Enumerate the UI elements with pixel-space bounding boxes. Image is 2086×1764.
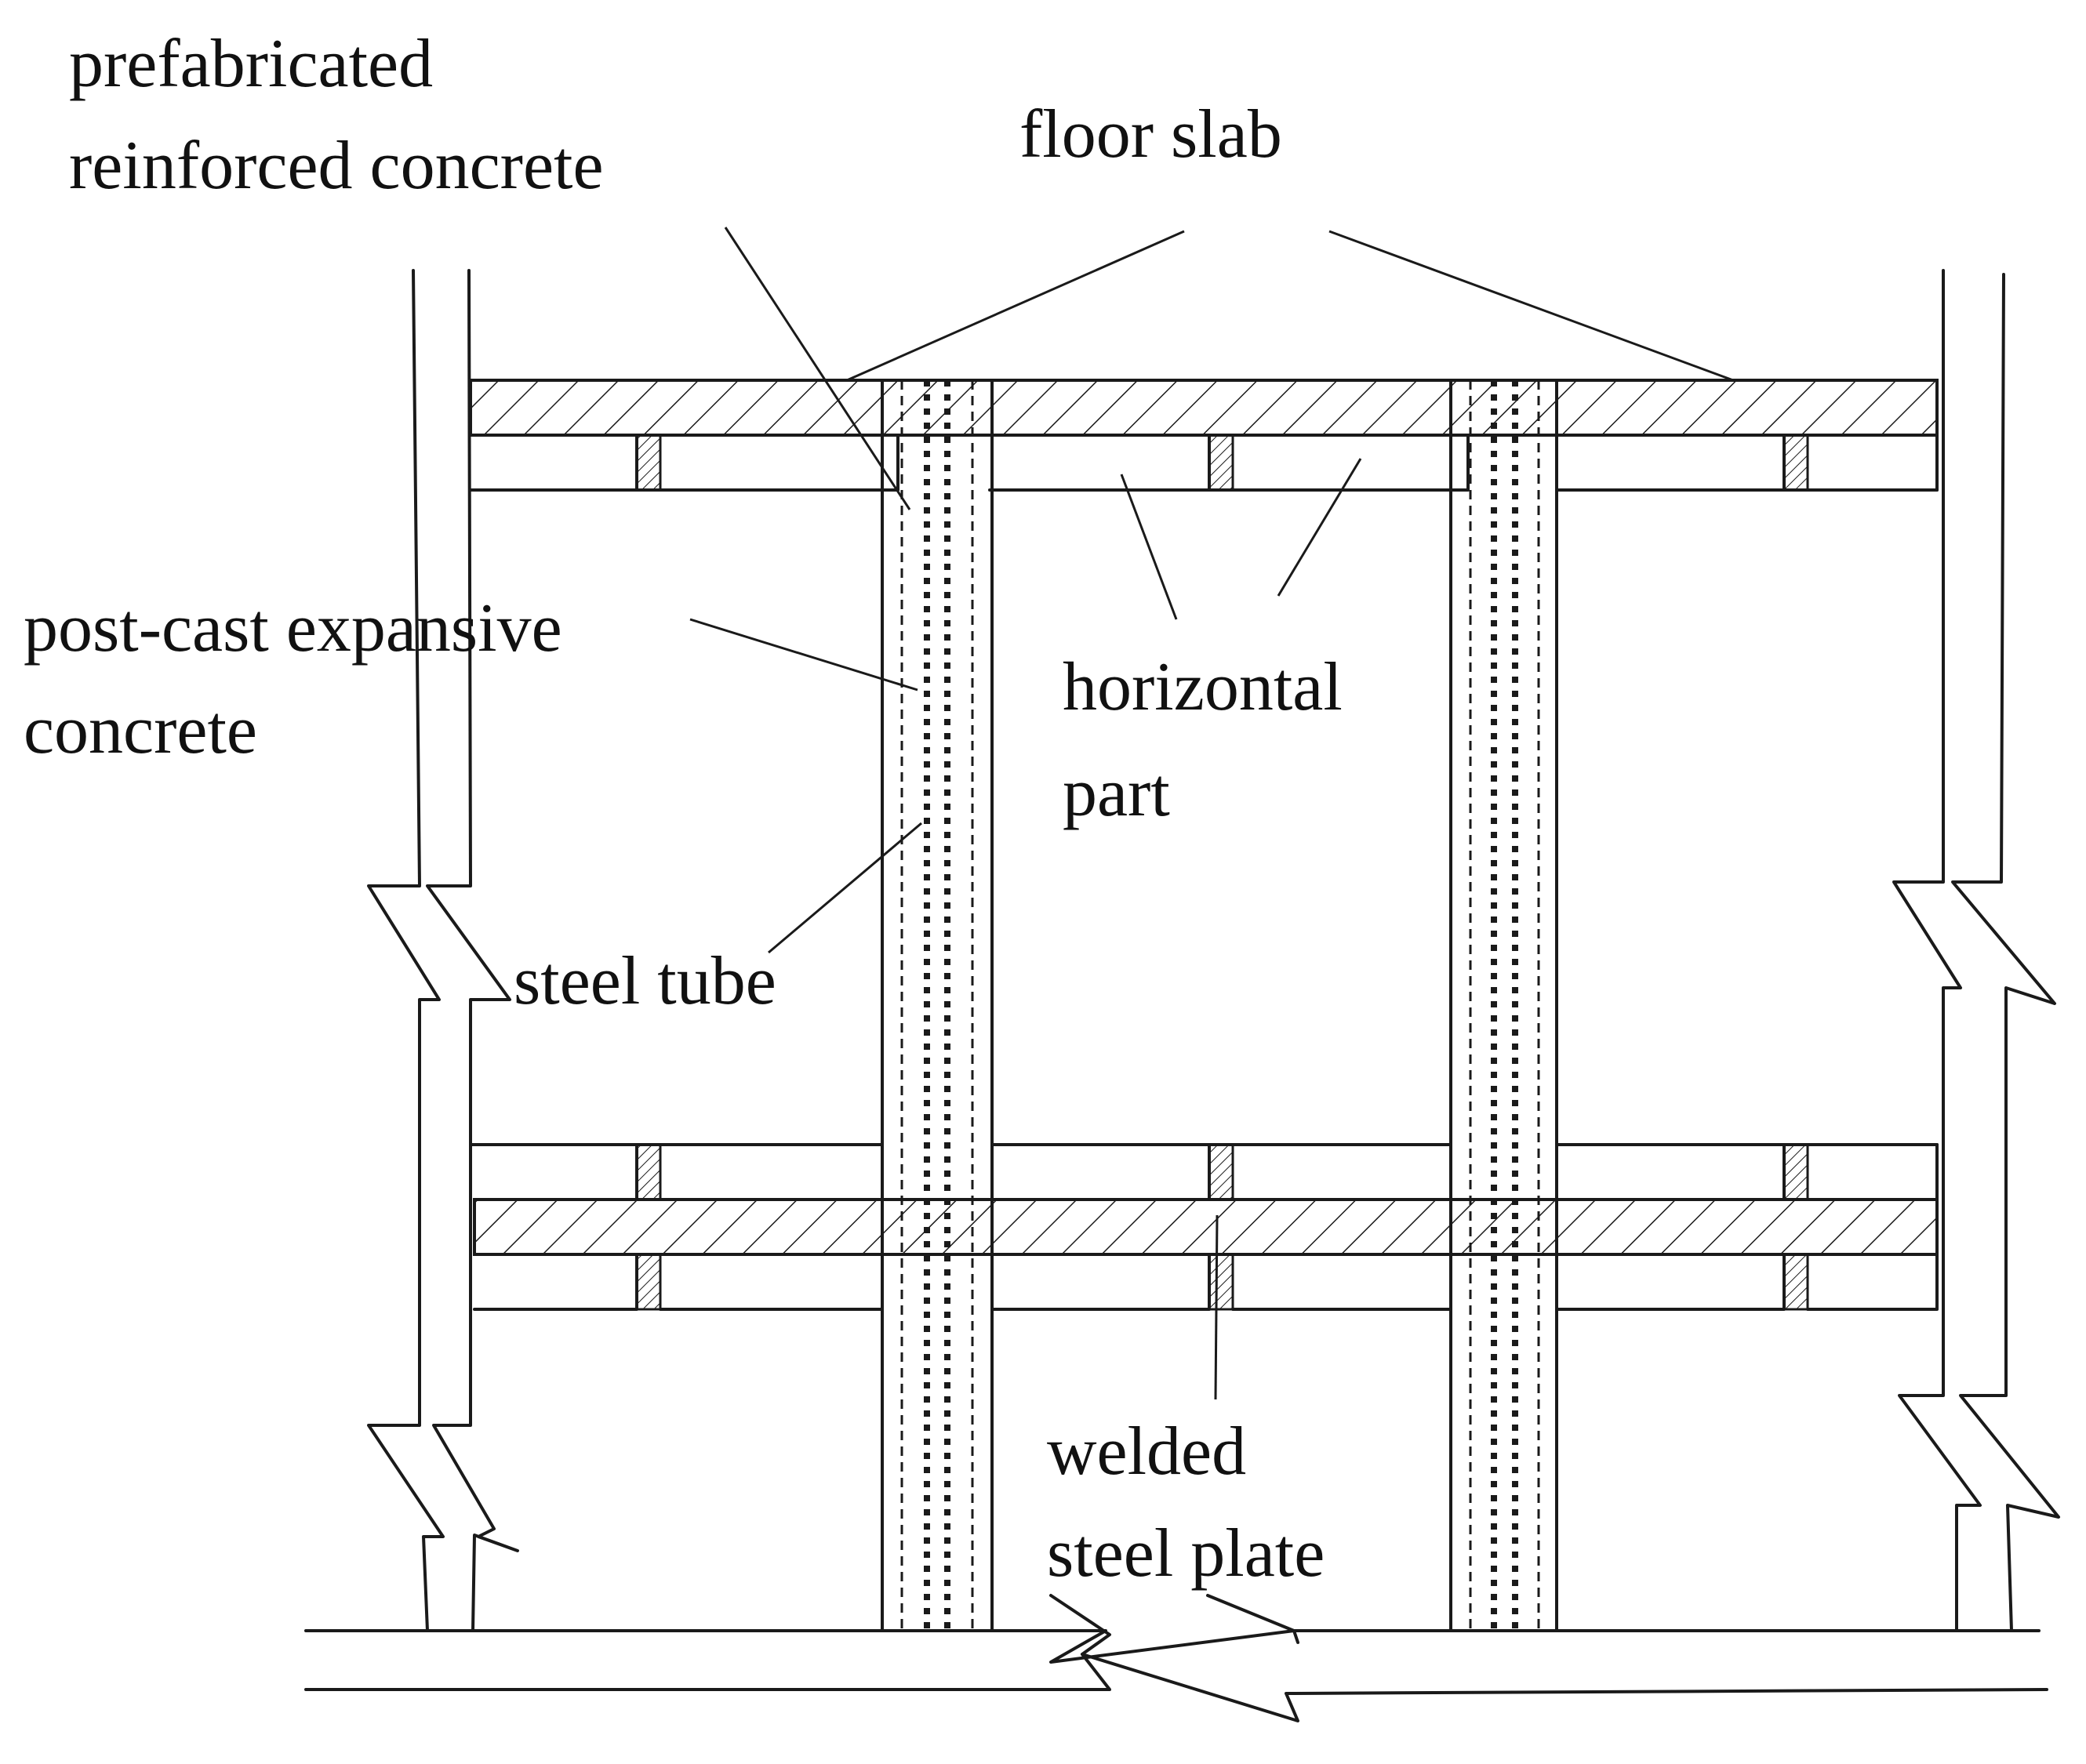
lower-floor-slab	[473, 1198, 1939, 1256]
column-joint-left	[881, 379, 994, 1632]
lower-horizontal-parts-top	[473, 1143, 1939, 1201]
upper-horizontal-parts	[469, 434, 1939, 492]
lower-horizontal-parts-bottom	[473, 1253, 1939, 1632]
label-welded: welded	[1047, 1414, 1246, 1490]
label-steel-tube: steel tube	[514, 943, 776, 1019]
label-steel-plate: steel plate	[1047, 1515, 1325, 1592]
right-column	[1892, 269, 2060, 1632]
label-part: part	[1063, 755, 1170, 831]
label-reinforced-concrete: reinforced concrete	[69, 128, 604, 204]
label-concrete: concrete	[24, 692, 257, 768]
label-floor-slab: floor slab	[1019, 96, 1282, 172]
foundation	[304, 1594, 2048, 1722]
label-horizontal: horizontal	[1063, 649, 1343, 725]
label-post-cast-expansive: post-cast expansive	[24, 590, 562, 666]
upper-floor-slab	[469, 379, 1939, 437]
prefab-panels	[469, 488, 1939, 1146]
label-prefabricated: prefabricated	[69, 26, 433, 102]
leader-lines	[689, 227, 1734, 1400]
column-joint-right	[1449, 379, 1558, 1632]
labels: prefabricated reinforced concrete floor …	[24, 26, 1343, 1592]
left-column	[367, 269, 519, 1632]
